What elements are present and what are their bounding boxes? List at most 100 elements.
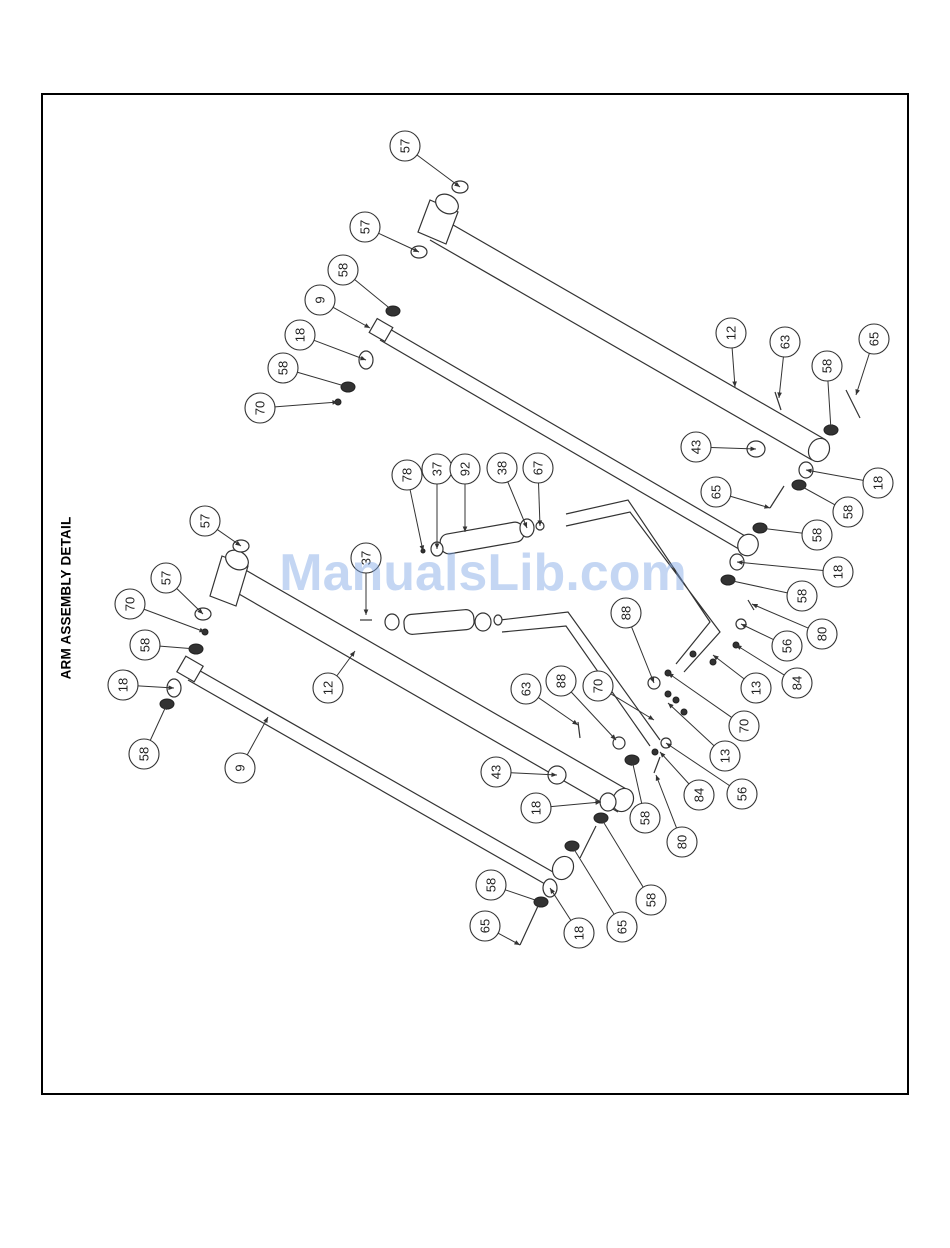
callout-leader-line — [572, 846, 614, 914]
callout-57: 57 — [190, 506, 241, 546]
callout-arrowhead — [656, 775, 660, 781]
callout-number: 43 — [689, 440, 704, 454]
callout-leader-line — [538, 698, 578, 725]
callout-leader-line — [668, 673, 732, 717]
callout-58: 58 — [601, 818, 666, 915]
callout-58: 58 — [328, 255, 393, 311]
callout-number: 88 — [619, 606, 634, 620]
callout-leader-line — [668, 703, 714, 746]
callout-number: 63 — [778, 335, 793, 349]
callout-number: 65 — [615, 920, 630, 934]
callout-leader-line — [779, 357, 783, 398]
callout-58: 58 — [130, 630, 196, 660]
callout-number: 57 — [358, 220, 373, 234]
callout-18: 18 — [806, 468, 893, 498]
callout-70: 70 — [245, 393, 338, 423]
callout-number: 43 — [489, 765, 504, 779]
callout-leader-line — [611, 694, 654, 720]
callout-number: 67 — [531, 461, 546, 475]
callout-number: 58 — [810, 528, 825, 542]
callout-leader-line — [732, 348, 735, 387]
watermark: ManualsLib.com — [279, 543, 686, 603]
callout-88: 88 — [611, 598, 654, 683]
callout-number: 9 — [233, 764, 248, 771]
callout-number: 9 — [313, 296, 328, 303]
callout-number: 56 — [780, 639, 795, 653]
callout-number: 58 — [336, 263, 351, 277]
callout-arrowhead — [350, 651, 355, 657]
callout-number: 58 — [795, 589, 810, 603]
callout-leader-line — [799, 485, 835, 505]
callout-number: 80 — [675, 835, 690, 849]
callout-43: 43 — [481, 757, 557, 787]
callout-43: 43 — [681, 432, 756, 462]
callout-65: 65 — [701, 477, 770, 509]
callout-58: 58 — [799, 485, 863, 527]
callout-leader-line — [379, 233, 419, 252]
callout-number: 13 — [718, 749, 733, 763]
callout-58: 58 — [268, 353, 348, 388]
callout-65: 65 — [470, 911, 520, 945]
callout-leader-line — [275, 402, 338, 407]
callout-arrowhead — [648, 715, 654, 720]
callout-leader-line — [410, 490, 423, 551]
callout-63: 63 — [770, 327, 800, 398]
callout-number: 88 — [554, 674, 569, 688]
callout-57: 57 — [151, 563, 203, 614]
callout-70: 70 — [115, 589, 205, 632]
callout-number: 18 — [572, 926, 587, 940]
callout-leader-line — [713, 655, 744, 679]
callout-leader-line — [247, 717, 268, 755]
callout-number: 58 — [644, 893, 659, 907]
callout-number: 58 — [820, 359, 835, 373]
callout-number: 92 — [458, 462, 473, 476]
callout-arrowhead — [855, 389, 859, 395]
callout-number: 18 — [871, 476, 886, 490]
callout-13: 13 — [713, 655, 771, 703]
callout-number: 70 — [737, 719, 752, 733]
callout-58: 58 — [728, 579, 817, 611]
callout-number: 70 — [591, 679, 606, 693]
callout-number: 56 — [735, 787, 750, 801]
upper-arm-tube-12 — [418, 190, 834, 465]
callout-leader-line — [297, 372, 348, 387]
callout-leader-line — [505, 890, 541, 902]
callout-18: 18 — [285, 320, 366, 360]
callout-92: 92 — [450, 454, 480, 532]
callout-67: 67 — [523, 453, 553, 526]
callout-leader-line — [632, 627, 654, 683]
callout-number: 70 — [123, 597, 138, 611]
callout-number: 57 — [159, 571, 174, 585]
callout-57: 57 — [350, 212, 419, 252]
callout-number: 38 — [495, 461, 510, 475]
callout-leader-line — [728, 580, 787, 593]
callout-56: 56 — [741, 624, 802, 661]
callout-13: 13 — [668, 703, 740, 771]
callout-number: 58 — [638, 811, 653, 825]
upper-handle-13 — [403, 500, 720, 746]
callout-38: 38 — [487, 453, 527, 528]
callout-number: 58 — [841, 505, 856, 519]
callout-leader-line — [150, 704, 167, 740]
callout-9: 9 — [305, 285, 370, 328]
callout-9: 9 — [225, 717, 268, 783]
callout-leader-line — [314, 340, 366, 360]
callout-number: 58 — [484, 878, 499, 892]
callout-number: 18 — [529, 801, 544, 815]
callout-number: 58 — [276, 361, 291, 375]
callout-number: 84 — [692, 788, 707, 802]
callout-58: 58 — [476, 870, 541, 902]
callout-number: 57 — [398, 139, 413, 153]
callout-12: 12 — [313, 651, 355, 703]
callout-leader-line — [333, 307, 370, 328]
callout-leader-line — [355, 280, 393, 311]
callout-leader-line — [660, 752, 689, 784]
callout-number: 80 — [815, 627, 830, 641]
callout-leader-line — [417, 155, 460, 187]
callout-number: 70 — [253, 401, 268, 415]
callout-number: 65 — [867, 332, 882, 346]
callout-arrowhead — [572, 720, 578, 725]
callout-number: 78 — [400, 468, 415, 482]
callout-number: 58 — [138, 638, 153, 652]
